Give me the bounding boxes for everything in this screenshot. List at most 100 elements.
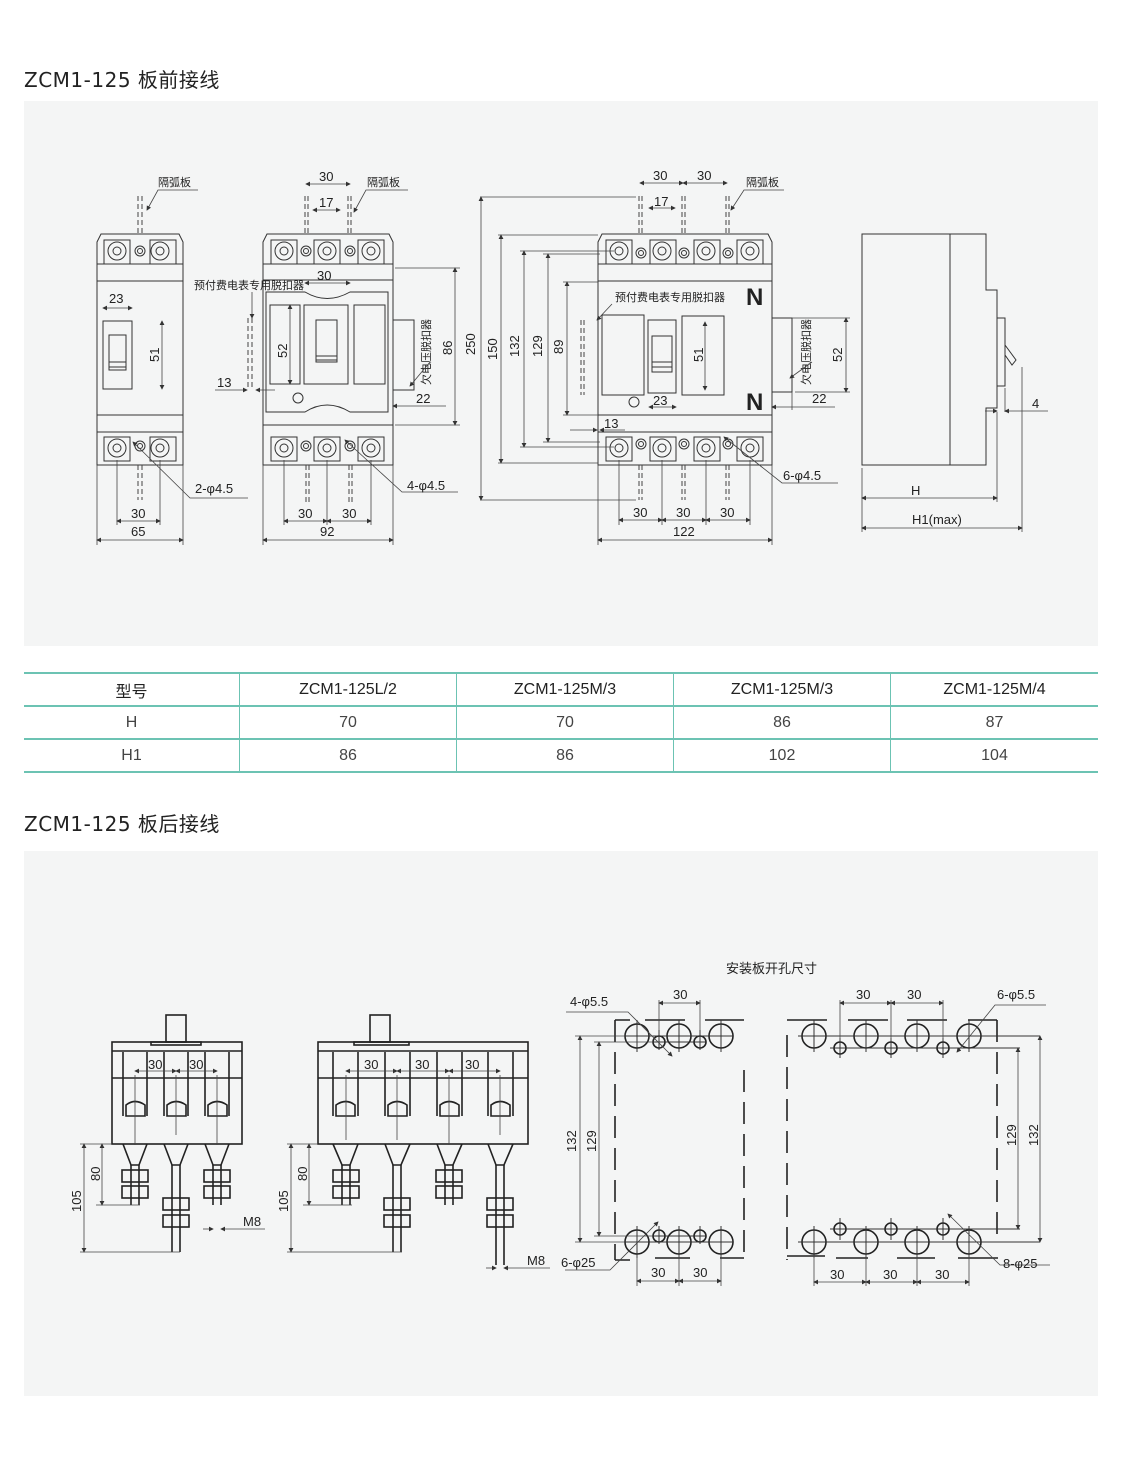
panel-cutout-title: 安装板开孔尺寸 (726, 962, 817, 977)
neutral-marker-bottom: N (746, 389, 763, 416)
svg-text:86: 86 (440, 341, 455, 355)
svg-text:92: 92 (320, 524, 334, 539)
svg-text:150: 150 (485, 338, 500, 360)
svg-text:30: 30 (317, 268, 331, 283)
svg-text:105: 105 (276, 1190, 291, 1212)
svg-text:30: 30 (907, 987, 921, 1002)
svg-text:22: 22 (416, 391, 430, 406)
rear-wiring-title: ZCM1-125 板后接线 (24, 812, 220, 836)
panel-cutout-4p: 30 30 6-φ5.5 129 132 8-φ25 30 30 30 (786, 987, 1050, 1286)
cell: 70 (456, 705, 674, 740)
svg-text:23: 23 (109, 291, 123, 306)
table-row: H1 86 86 102 104 (24, 738, 1098, 773)
large-hole-spec: 8-φ25 (1003, 1256, 1037, 1271)
rear-wiring-diagram-panel: 30 30 80 105 M8 30 30 30 (24, 851, 1098, 1396)
svg-text:30: 30 (342, 506, 356, 521)
svg-text:30: 30 (883, 1267, 897, 1282)
table-row: H 70 70 86 87 (24, 705, 1098, 740)
table-header-row: 型号 ZCM1-125L/2 ZCM1-125M/3 ZCM1-125M/3 Z… (24, 672, 1098, 707)
arc-plate-label: 隔弧板 (158, 175, 191, 189)
svg-text:30: 30 (693, 1265, 707, 1280)
svg-text:132: 132 (564, 1130, 579, 1152)
svg-text:23: 23 (653, 393, 667, 408)
prepaid-release-label: 预付费电表专用脱扣器 (194, 278, 304, 292)
cell: 70 (239, 705, 457, 740)
neutral-marker-top: N (746, 284, 763, 311)
svg-text:89: 89 (551, 340, 566, 354)
svg-text:30: 30 (673, 987, 687, 1002)
row-label: H1 (24, 738, 240, 773)
svg-text:4: 4 (1032, 396, 1039, 411)
svg-text:51: 51 (691, 348, 706, 362)
svg-text:13: 13 (217, 375, 231, 390)
side-view: 4 H H1(max) (861, 233, 1048, 532)
cell: 87 (890, 705, 1098, 740)
front-wiring-title: ZCM1-125 板前接线 (24, 68, 220, 92)
svg-text:17: 17 (654, 194, 668, 209)
arc-plate-label: 隔弧板 (746, 175, 779, 189)
svg-text:132: 132 (1026, 1124, 1041, 1146)
arc-plate-label: 隔弧板 (367, 175, 400, 189)
svg-text:80: 80 (295, 1167, 310, 1181)
svg-text:30: 30 (653, 168, 667, 183)
front-wiring-diagram-panel: 隔弧板 23 51 2-φ4.5 30 65 (24, 101, 1098, 646)
view-4p-front: 250 N N 30 (463, 168, 850, 545)
cell: 86 (456, 738, 674, 773)
cell: 104 (890, 738, 1098, 773)
row-label: H (24, 705, 240, 740)
header-model: 型号 (24, 672, 240, 707)
header-col: ZCM1-125M/3 (673, 672, 891, 707)
hole-spec-4p: 6-φ4.5 (783, 468, 821, 483)
large-hole-spec: 6-φ25 (561, 1255, 595, 1270)
hole-spec-3p: 4-φ4.5 (407, 478, 445, 493)
svg-text:132: 132 (507, 335, 522, 357)
svg-text:30: 30 (189, 1057, 203, 1072)
cell: 86 (239, 738, 457, 773)
cell: 102 (673, 738, 891, 773)
svg-text:17: 17 (319, 195, 333, 210)
thread-label: M8 (527, 1253, 545, 1268)
small-hole-spec: 4-φ5.5 (570, 994, 608, 1009)
undervoltage-release-label: 欠电压脱扣器 (419, 319, 433, 385)
svg-text:22: 22 (812, 391, 826, 406)
prepaid-release-label: 预付费电表专用脱扣器 (615, 290, 725, 304)
small-hole-spec: 6-φ5.5 (997, 987, 1035, 1002)
view-2p-front: 隔弧板 23 51 2-φ4.5 30 65 (96, 175, 248, 545)
header-col: ZCM1-125L/2 (239, 672, 457, 707)
svg-text:129: 129 (530, 335, 545, 357)
svg-text:30: 30 (415, 1057, 429, 1072)
svg-text:30: 30 (676, 505, 690, 520)
svg-text:30: 30 (131, 506, 145, 521)
thread-label: M8 (243, 1214, 261, 1229)
svg-text:250: 250 (463, 333, 478, 355)
svg-text:13: 13 (604, 416, 618, 431)
svg-text:30: 30 (830, 1267, 844, 1282)
svg-text:80: 80 (88, 1167, 103, 1181)
svg-text:30: 30 (298, 506, 312, 521)
svg-text:30: 30 (364, 1057, 378, 1072)
cell: 86 (673, 705, 891, 740)
svg-text:30: 30 (319, 169, 333, 184)
svg-text:30: 30 (856, 987, 870, 1002)
h1-max-label: H1(max) (912, 512, 962, 527)
undervoltage-release-label: 欠电压脱扣器 (799, 319, 813, 385)
rear-view-4p: 30 30 30 80 105 M8 (276, 1014, 550, 1271)
rear-view-3p: 30 30 80 105 M8 (69, 1014, 265, 1253)
hole-spec-2p: 2-φ4.5 (195, 481, 233, 496)
svg-text:51: 51 (147, 348, 162, 362)
h-label: H (911, 483, 920, 498)
svg-text:30: 30 (651, 1265, 665, 1280)
svg-text:129: 129 (1004, 1124, 1019, 1146)
svg-text:30: 30 (633, 505, 647, 520)
header-col: ZCM1-125M/3 (456, 672, 674, 707)
svg-text:30: 30 (697, 168, 711, 183)
svg-text:52: 52 (830, 348, 845, 362)
panel-cutout-3p: 30 4-φ5.5 132 129 6-φ25 30 30 (561, 987, 745, 1286)
header-col: ZCM1-125M/4 (890, 672, 1098, 707)
svg-text:30: 30 (148, 1057, 162, 1072)
front-wiring-drawing: 隔弧板 23 51 2-φ4.5 30 65 (96, 168, 1048, 545)
svg-text:30: 30 (465, 1057, 479, 1072)
svg-text:129: 129 (584, 1130, 599, 1152)
view-3p-front: 30 17 隔弧板 30 预付费电表专用脱扣器 52 86 欠电压脱扣器 13 … (194, 169, 460, 545)
svg-text:105: 105 (69, 1190, 84, 1212)
